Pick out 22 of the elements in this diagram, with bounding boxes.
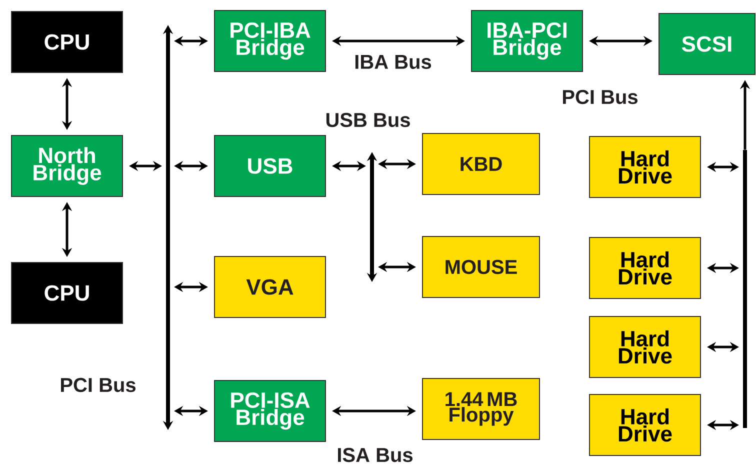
bridge-box: PCI-ISA Bridge: [214, 380, 326, 442]
device-box: VGA: [214, 256, 326, 318]
controller-box: SCSI: [658, 13, 756, 75]
drive-box: Hard Drive: [589, 316, 701, 378]
bus-label: PCI Bus: [563, 90, 638, 104]
edge-label: ISA Bus: [336, 446, 414, 464]
cpu-box: CPU: [11, 11, 123, 73]
edge-label: IBA Bus: [353, 54, 433, 70]
bridge-box: North Bridge: [11, 135, 123, 197]
device-box: KBD: [422, 133, 540, 195]
bus-line: [743, 150, 747, 428]
device-box: MOUSE: [422, 236, 540, 298]
cpu-box: CPU: [11, 262, 123, 324]
controller-box: USB: [214, 135, 326, 197]
bus-label: USB Bus: [326, 112, 410, 128]
drive-box: Hard Drive: [589, 394, 701, 456]
bridge-box: PCI-IBA Bridge: [214, 10, 326, 72]
bridge-box: IBA-PCI Bridge: [471, 10, 583, 72]
drive-box: Hard Drive: [589, 237, 701, 299]
bus-label: PCI Bus: [61, 378, 136, 392]
device-box: 1.44 MB Floppy: [422, 378, 540, 440]
drive-box: Hard Drive: [589, 136, 701, 198]
